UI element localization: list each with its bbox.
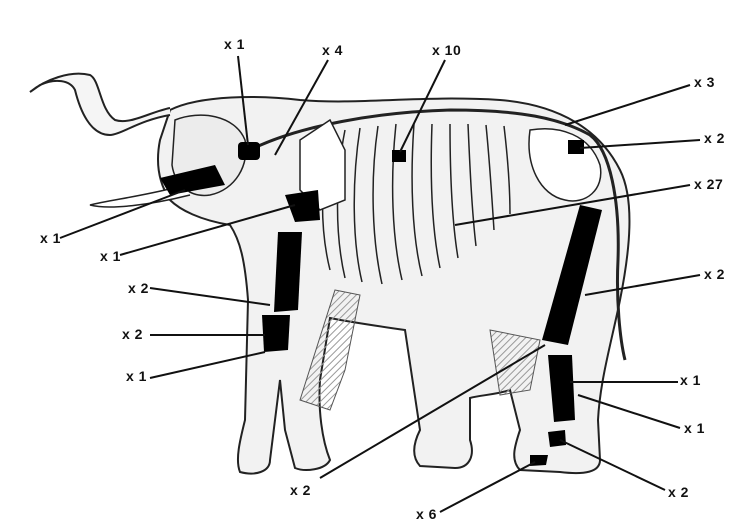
label-pelvis: x 2 [704,130,725,146]
foot-bone [530,455,548,466]
label-carpal: x 1 [126,368,147,384]
label-ribs: x 27 [694,176,723,192]
label-neck: x 4 [322,42,343,58]
label-fibula: x 1 [684,420,705,436]
label-phalanges: x 6 [416,506,437,522]
label-foot-front: x 2 [290,482,311,498]
humerus-bone [274,232,302,312]
skull-bone [238,142,260,160]
label-mandible: x 1 [40,230,61,246]
label-tarsal: x 2 [668,484,689,500]
label-femur: x 2 [704,266,725,282]
label-humerus: x 2 [128,280,149,296]
label-scapula: x 1 [100,248,121,264]
label-skull-top: x 1 [224,36,245,52]
thoracic-vertebra [392,150,406,162]
trunk-outline [30,74,170,135]
label-radius-ulna: x 2 [122,326,143,342]
label-tibia: x 1 [680,372,701,388]
radius-ulna-bone [262,315,290,352]
tarsal-bone [548,430,566,447]
label-tail-top: x 3 [694,74,715,90]
label-thoracic: x 10 [432,42,461,58]
